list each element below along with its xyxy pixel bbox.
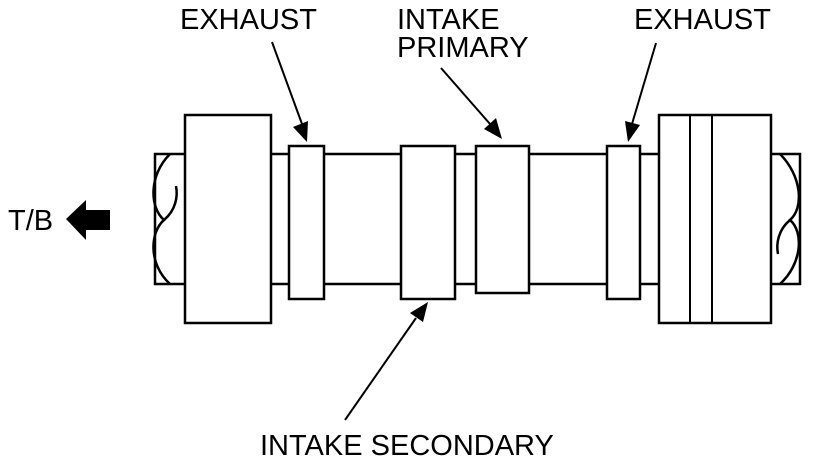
exhaust-lobe-right: [605, 144, 642, 301]
shaft-break-left-inner: [163, 185, 178, 221]
label-direction-tb: T/B: [8, 205, 53, 237]
left-journal: [183, 113, 273, 325]
label-exhaust-left: EXHAUST: [180, 4, 317, 36]
arrowhead-exhaust-right: [625, 121, 640, 142]
leader-intake-primary: [440, 67, 491, 125]
label-intake-primary-line2: PRIMARY: [397, 32, 529, 64]
intake-primary-lobe: [474, 144, 531, 295]
shaft-break-right-inner: [776, 219, 791, 255]
arrowhead-exhaust-left: [293, 121, 308, 142]
arrowhead-intake-primary: [484, 118, 502, 139]
leader-exhaust-left: [271, 41, 303, 125]
shaft-break-right: [779, 153, 801, 285]
exhaust-lobe-left: [287, 144, 326, 301]
timing-belt-direction-arrow: [66, 200, 110, 240]
leader-exhaust-right: [631, 42, 657, 125]
label-intake-primary-line1: INTAKE: [397, 4, 500, 36]
intake-secondary-lobe: [399, 144, 457, 301]
leader-intake-secondary: [344, 317, 417, 421]
arrowhead-intake-secondary: [410, 302, 428, 322]
label-exhaust-right: EXHAUST: [634, 4, 771, 36]
shaft-break-left: [152, 153, 171, 285]
label-intake-secondary: INTAKE SECONDARY: [260, 430, 554, 462]
right-journal: [657, 113, 773, 325]
